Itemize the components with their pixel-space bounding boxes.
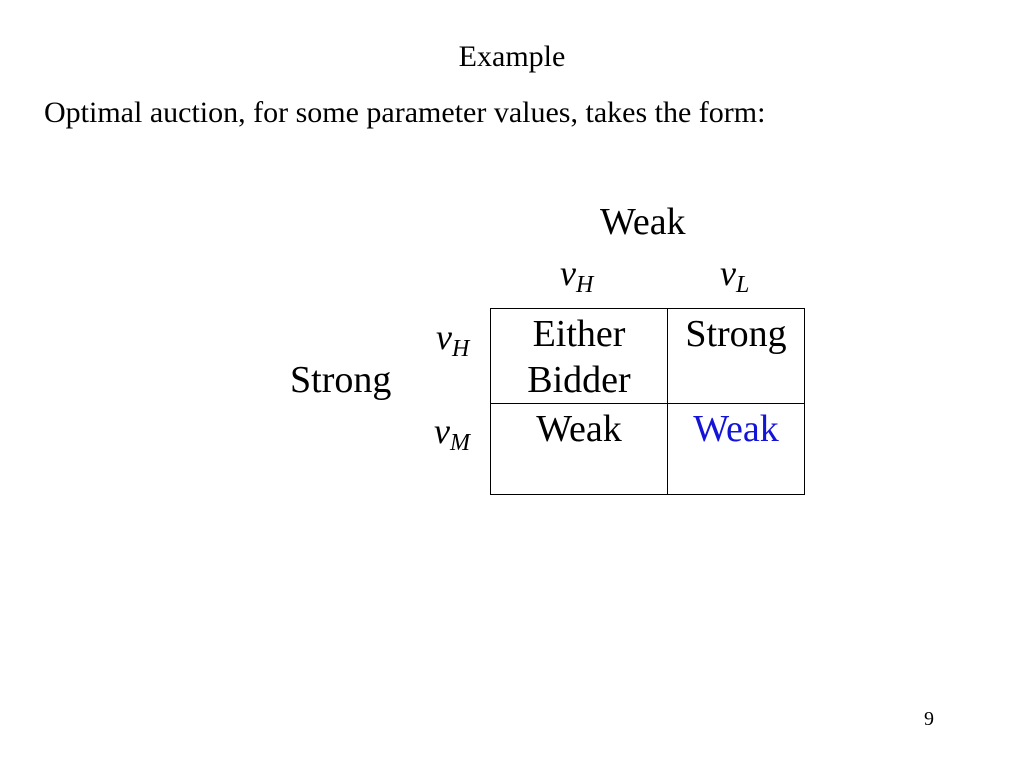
row-header-vm: vM [434, 411, 470, 457]
cell-vh-vh: Either Bidder [490, 308, 668, 404]
cell-vh-vl: Strong [667, 308, 805, 404]
column-group-label: Weak [600, 201, 686, 243]
row-header-vh: vH [436, 317, 470, 363]
matrix-row-vh: Either Bidder Strong [490, 308, 805, 404]
cell-vm-vh: Weak [490, 403, 668, 495]
column-header-vh: vH [560, 253, 594, 299]
cell-vm-vl: Weak [667, 403, 805, 495]
cell-text-line-highlighted: Weak [693, 408, 779, 450]
slide-title: Example [458, 40, 566, 73]
cell-text-line: Strong [685, 313, 787, 355]
cell-text-line: Bidder [527, 359, 631, 401]
column-header-vl: vL [720, 253, 750, 299]
allocation-matrix: Either Bidder Strong Weak Weak [490, 308, 805, 495]
slide-subtitle: Optimal auction, for some parameter valu… [44, 96, 766, 129]
cell-text-line: Weak [536, 408, 622, 450]
row-group-label: Strong [290, 359, 392, 401]
matrix-row-vm: Weak Weak [490, 403, 805, 495]
cell-text-line: Either [532, 313, 626, 355]
page-number: 9 [924, 708, 934, 730]
